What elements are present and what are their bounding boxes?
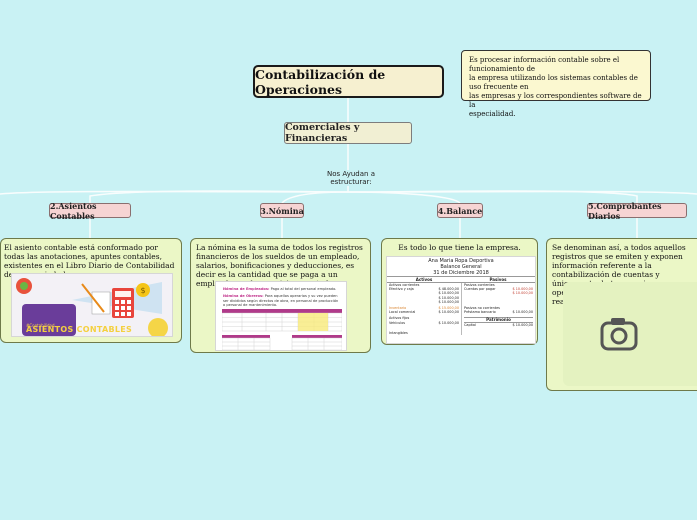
card-balance[interactable]: Es todo lo que tiene la empresa. Ana Mar… [381, 238, 538, 345]
floating-note[interactable]: Es procesar información contable sobre e… [461, 50, 651, 118]
topic-label: 5.Comprobantes Diarios [588, 200, 662, 221]
topic-label: 4.Balance [437, 205, 483, 216]
image-placeholder[interactable] [563, 282, 697, 386]
balance-company: Ana Maria Ropa Deportiva [428, 258, 494, 264]
balance-pasivos-col: Pasivos corrientes Cuentas por pagar$ 10… [461, 283, 535, 336]
svg-text:$: $ [140, 286, 145, 295]
root-topic[interactable]: Contabilización de Operaciones [253, 65, 444, 98]
branch-line-nomina [281, 191, 349, 204]
card-nomina[interactable]: La nómina es la suma de todos los regist… [190, 238, 371, 353]
note-line: especialidad. [469, 110, 516, 118]
subtopic-comerciales[interactable]: Comerciales y Financieras [284, 122, 412, 144]
nomina-image: Nómina de Empleados: Pago al total del p… [215, 281, 347, 351]
asientos-image: $ #Contabilidad ASIENTOS CONTABLES [11, 273, 173, 337]
balance-sheet-image: Ana Maria Ropa Deportiva Balance General… [386, 256, 536, 344]
nomina-tables [222, 309, 342, 350]
balance-date: 31 de Diciembre 2018 [433, 270, 489, 276]
card-asientos-contables[interactable]: El asiento contable está conformado por … [0, 238, 182, 343]
note-line: la empresa utilizando los sistemas conta… [469, 74, 638, 91]
topic-asientos-contables[interactable]: 2.Asientos Contables [49, 200, 131, 221]
branch-line-left-edge [0, 190, 349, 195]
balance-activos-col: Activos corrientes Efectivo y caja$ 48.0… [389, 283, 459, 335]
asientos-image-hashtag: #Contabilidad [26, 323, 55, 328]
branch-line-right-edge [347, 190, 697, 195]
nomina-heading-1: Nómina de Empleados: [223, 287, 270, 291]
topic-nomina[interactable]: 3.Nómina [260, 203, 304, 218]
connector-label: Nos Ayudan a estructurar: [306, 170, 396, 186]
nomina-heading-1-rest: Pago al total del personal empleado. [269, 287, 337, 291]
note-line: las empresas y los correspondientes soft… [469, 92, 642, 109]
asientos-image-caption: ASIENTOS CONTABLES [26, 325, 133, 334]
camera-icon [600, 318, 638, 351]
topic-comprobantes-diarios[interactable]: 5.Comprobantes Diarios [587, 200, 687, 221]
root-title: Contabilización de Operaciones [255, 66, 386, 97]
nomina-heading-2: Nómina de Obreros: [223, 294, 264, 299]
note-line: Es procesar información contable sobre e… [469, 56, 620, 73]
topic-label: 3.Nómina [260, 205, 304, 216]
balance-title: Balance General [440, 264, 482, 270]
nomina-heading-2-rest: Para aquellos operarios y su vez pueden … [223, 294, 339, 308]
balance-col-activos: Activos [415, 277, 433, 282]
balance-col-pasivos: Pasivos [489, 277, 507, 282]
subtopic-label: Comerciales y Financieras [285, 122, 360, 144]
topic-balance[interactable]: 4.Balance [437, 203, 483, 218]
card-text: Es todo lo que tiene la empresa. [398, 243, 521, 252]
branch-line-balance [347, 191, 461, 204]
asientos-illustration: $ [12, 274, 172, 336]
card-comprobantes-diarios[interactable]: Se denominan así, a todos aquellos regis… [546, 238, 697, 391]
topic-label: 2.Asientos Contables [50, 200, 97, 221]
